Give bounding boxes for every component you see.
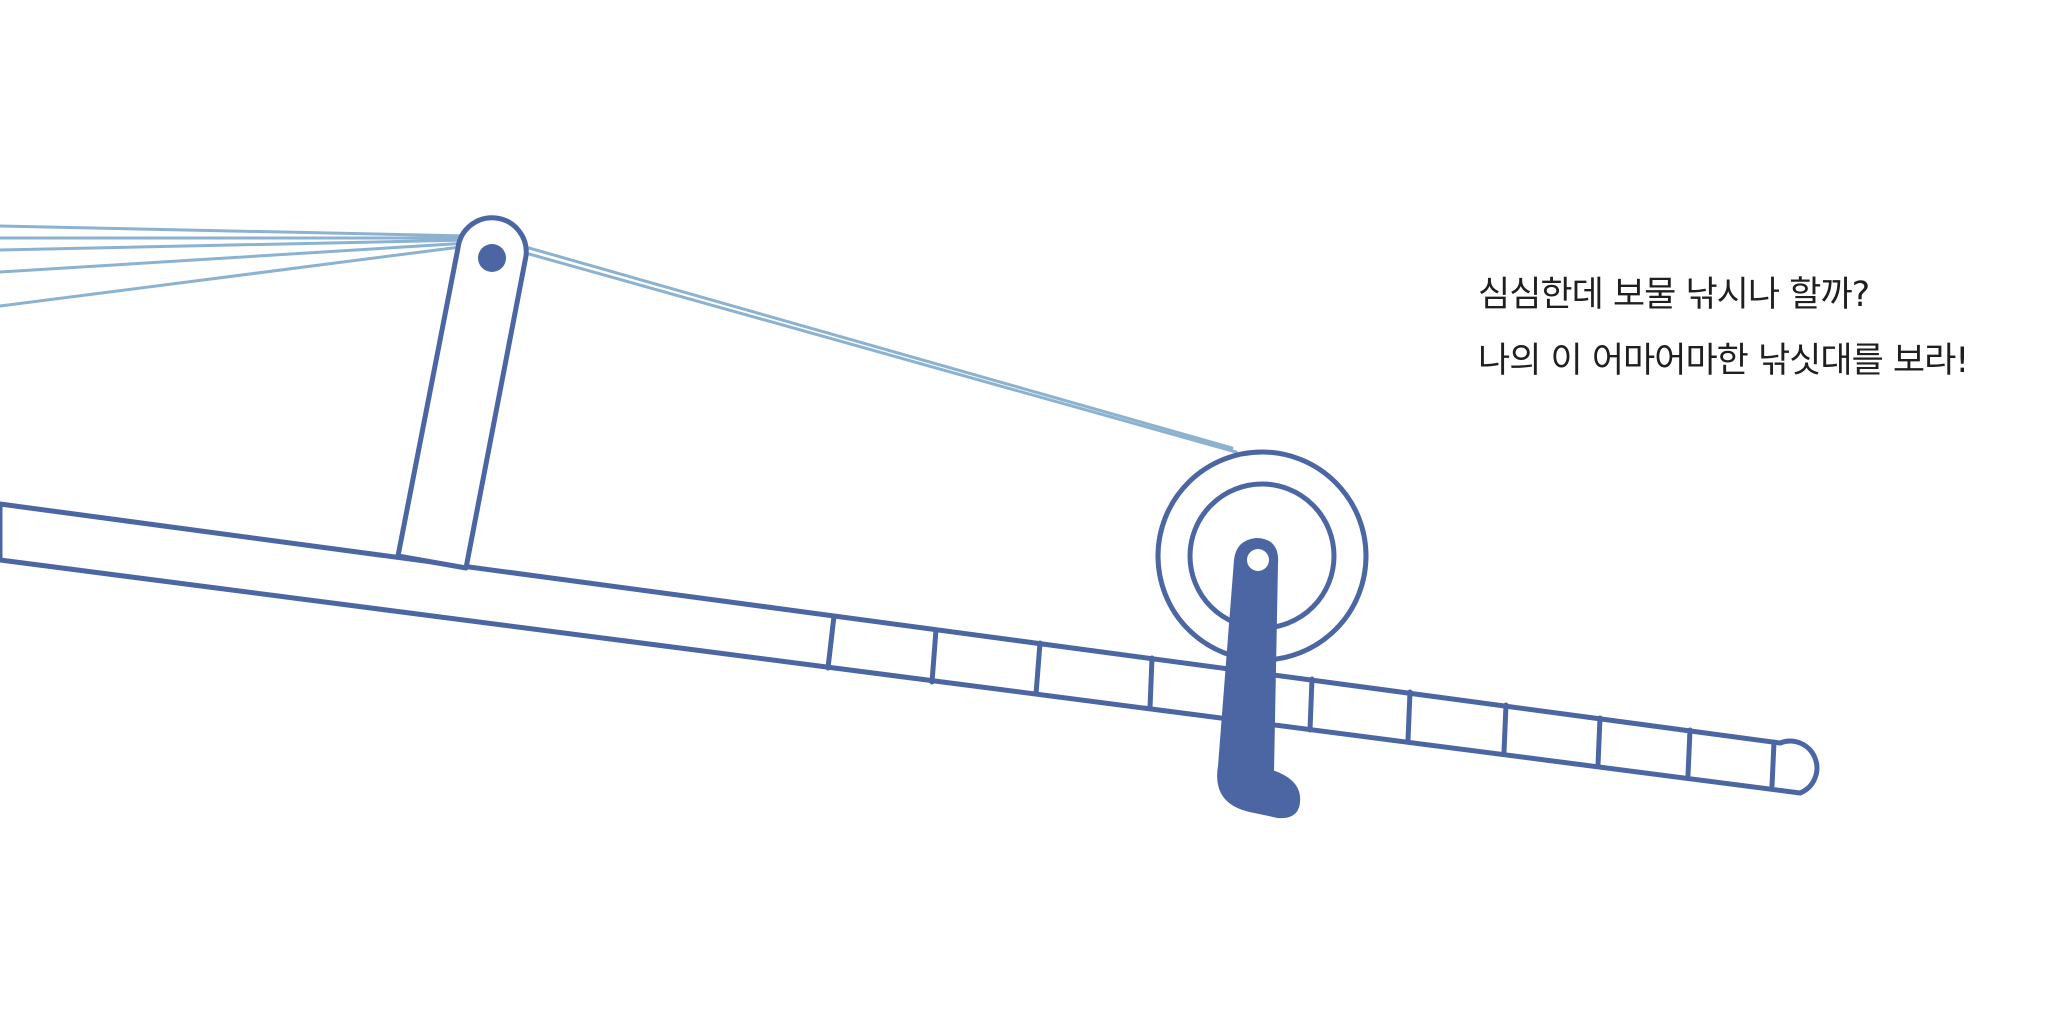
- reel-handle: [1217, 538, 1301, 819]
- rod-guide-segments: [825, 613, 1777, 789]
- fishing-lines-left: [0, 224, 470, 308]
- fishing-line-to-reel: [520, 244, 1238, 454]
- support-arm: [395, 215, 529, 571]
- caption-line-2: 나의 이 어마어마한 낚싯대를 보라!: [1478, 341, 1969, 381]
- rod-body: [0, 501, 1820, 796]
- caption-line-1: 심심한데 보물 낚시나 할까?: [1478, 275, 1870, 315]
- story-caption: 심심한데 보물 낚시나 할까? 나의 이 어마어마한 낚싯대를 보라!: [1478, 262, 1969, 394]
- reel-handle-hole: [1247, 549, 1269, 571]
- pulley-pin: [478, 244, 506, 272]
